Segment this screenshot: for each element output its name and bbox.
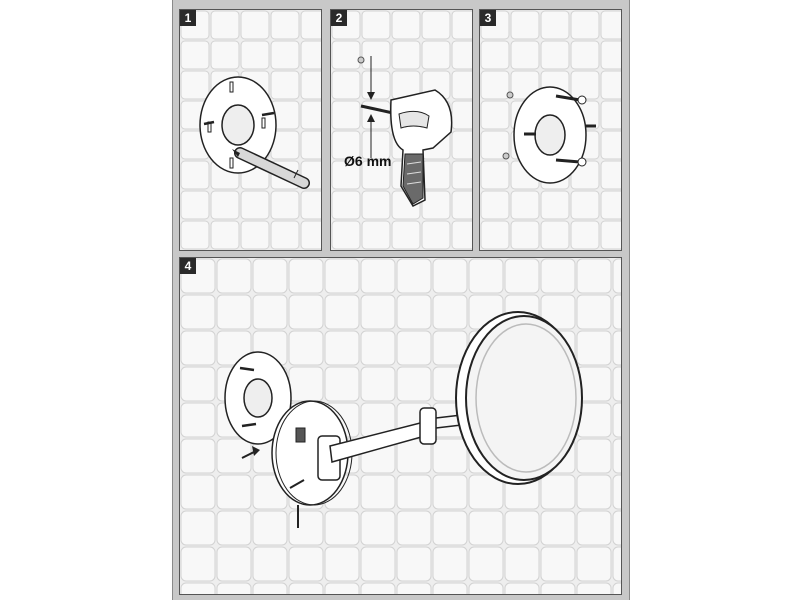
step-3-illustration [480,10,621,250]
step-2-illustration: Ø6 mm [331,10,472,250]
instruction-sheet: 1 [172,0,630,600]
wall-screw-marks [203,111,275,126]
mounting-plate [513,86,587,184]
step-1-number: 1 [180,10,196,26]
dimension-arrows [367,56,375,158]
step-1-illustration [180,10,321,250]
step-4-number: 4 [180,258,196,274]
wall-plugs [502,91,514,160]
step-3-panel: 3 [479,9,622,251]
marked-hole [357,56,365,64]
fitting-arrows [241,446,305,489]
power-switch [295,427,306,443]
step-4-illustration [180,258,621,594]
drill [360,89,453,207]
step-2-number: 2 [331,10,347,26]
mounting-plate [199,76,277,174]
step-4-panel: 4 [179,257,622,595]
mounting-plate [224,351,292,445]
step-3-number: 3 [480,10,496,26]
drill-size-label: Ø6 mm [344,153,391,169]
step-1-panel: 1 [179,9,322,251]
magnifying-mirror [455,311,583,485]
marking-pencil [232,147,310,189]
screws [524,94,596,167]
step-2-panel: 2 Ø6 mm [330,9,473,251]
swing-arm [317,407,471,481]
